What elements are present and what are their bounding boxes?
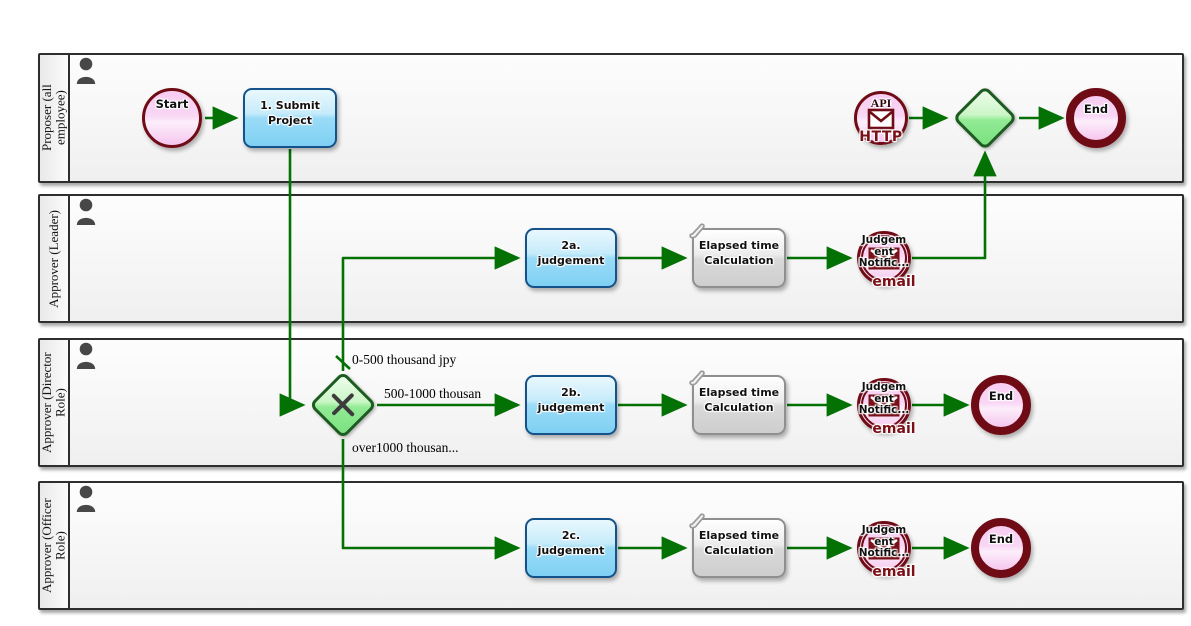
email-badge: email [872,274,916,290]
email-badge: email [872,564,916,580]
person-icon [76,57,96,84]
task-elapsed-leader[interactable]: Elapsed time Calculation [689,223,786,288]
script-icon [689,223,705,239]
notify-label: Judgem ent Notific... [858,381,910,417]
task-submit-project[interactable]: 1. Submit Project [243,88,337,148]
end-event-label: End [988,389,1014,403]
email-badge: email [872,421,916,437]
envelope-icon [867,108,895,130]
gateway-x-marker [313,375,372,434]
task-judgement-2b-label: 2b. judgement [537,386,605,414]
lane-leader-strip[interactable]: Approver (Leader) [40,196,70,321]
condition-label-low: 0-500 thousand jpy [352,352,457,367]
task-elapsed-officer-label: Elapsed time Calculation [698,529,780,557]
person-icon [76,198,96,225]
lane-proposer-strip[interactable]: Proposer (all employee) [40,55,70,181]
task-elapsed-leader-label: Elapsed time Calculation [698,239,780,267]
task-judgement-2c-label: 2c. judgement [537,529,605,557]
task-judgement-2b[interactable]: 2b. judgement [525,375,617,435]
person-icon [76,485,96,512]
task-elapsed-officer[interactable]: Elapsed time Calculation [689,513,786,578]
condition-label-high: over1000 thousan... [352,440,459,455]
task-elapsed-director-label: Elapsed time Calculation [698,386,780,414]
message-event-notify-leader[interactable]: Judgem ent Notific... email [857,231,916,290]
amount-split-gateway[interactable] [309,371,377,439]
event-inner-ring [861,235,907,281]
end-event-officer[interactable]: End [971,518,1031,578]
end-event-label: End [1083,102,1109,116]
task-judgement-2a[interactable]: 2a. judgement [525,228,617,288]
http-badge: HTTP [859,129,903,145]
condition-label-mid: 500-1000 thousan [384,386,482,401]
end-event-director[interactable]: End [971,375,1031,435]
task-judgement-2a-label: 2a. judgement [537,239,605,267]
envelope-icon [868,247,900,270]
task-submit-project-label: 1. Submit Project [260,99,320,127]
lane-officer-strip[interactable]: Approver (Officer Role) [40,483,70,608]
message-event-api[interactable]: API HTTP [854,91,908,145]
script-icon [689,370,705,386]
api-label: API [870,96,892,110]
envelope-icon [868,394,900,417]
end-event-proposer[interactable]: End [1066,88,1126,148]
person-icon [76,342,96,369]
task-elapsed-director[interactable]: Elapsed time Calculation [689,370,786,435]
gateway-diamond [309,371,377,439]
lane-director-strip[interactable]: Approver (Director Role) [40,340,70,465]
task-judgement-2c[interactable]: 2c. judgement [525,518,617,578]
end-event-label: End [988,532,1014,546]
lane-leader-label: Approver (Leader) [46,209,62,308]
notify-label: Judgem ent Notific... [858,234,910,270]
notify-label: Judgem ent Notific... [858,524,910,560]
script-icon [689,513,705,529]
gateway-diamond [952,85,1018,151]
start-event-label: Start [155,97,189,111]
lane-director-label: Approver (Director Role) [40,352,68,453]
event-inner-ring [861,382,907,428]
start-event[interactable]: Start [142,88,202,148]
envelope-icon [868,537,900,560]
merge-gateway[interactable] [952,85,1018,151]
event-inner-ring [861,525,907,571]
message-event-notify-director[interactable]: Judgem ent Notific... email [857,378,916,437]
message-event-notify-officer[interactable]: Judgem ent Notific... email [857,521,916,580]
lane-proposer-label: Proposer (all employee) [40,84,68,152]
lane-officer-label: Approver (Officer Role) [40,498,68,593]
